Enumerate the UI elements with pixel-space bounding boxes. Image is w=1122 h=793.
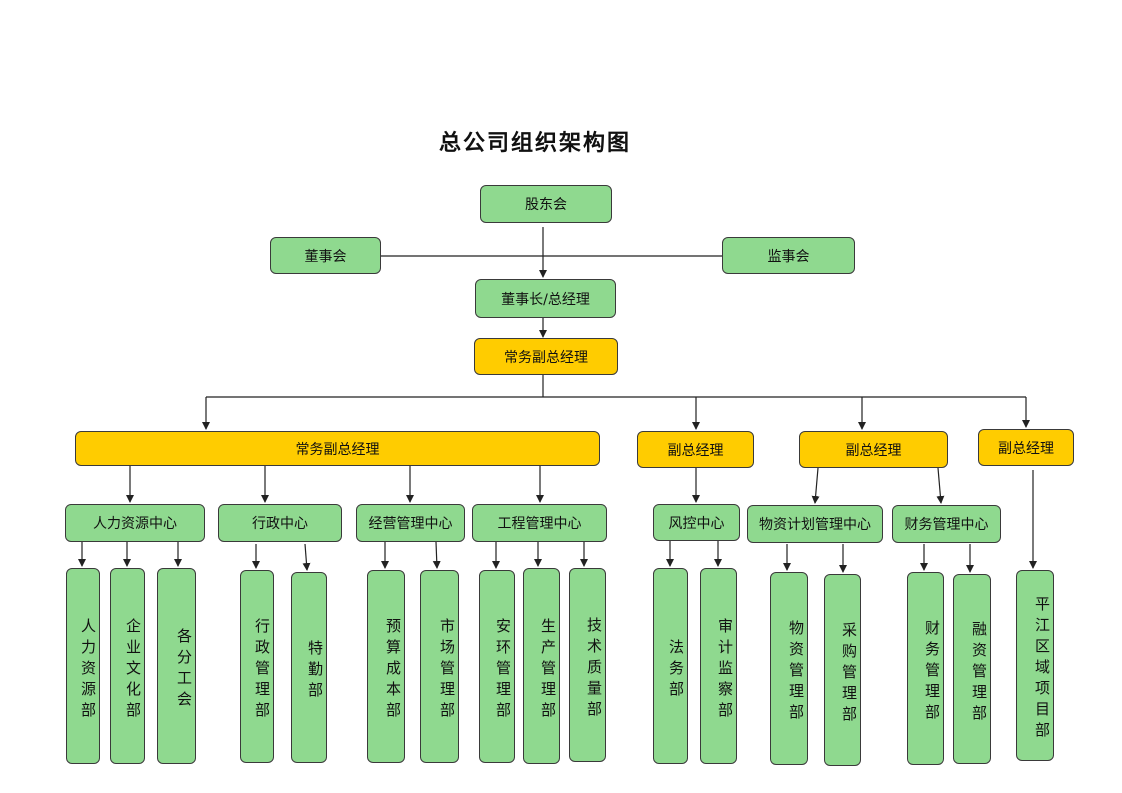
- node-chairman: 董事长/总经理: [475, 279, 616, 318]
- node-dept-pingjiang: 平江区域项目部: [1016, 570, 1054, 761]
- node-dept-tech: 技术质量部: [569, 568, 606, 762]
- node-dept-material: 物资管理部: [770, 572, 808, 765]
- node-dept-audit: 审计监察部: [700, 568, 737, 764]
- node-dept-safety: 安环管理部: [479, 570, 515, 763]
- node-dept-hr: 人力资源部: [66, 568, 100, 764]
- node-dept-finance: 财务管理部: [907, 572, 944, 765]
- node-vp3: 副总经理: [978, 429, 1074, 466]
- node-dept-legal: 法务部: [653, 568, 688, 764]
- node-vp2: 副总经理: [799, 431, 948, 468]
- node-admin-center: 行政中心: [218, 504, 342, 542]
- node-dept-union: 各分工会: [157, 568, 196, 764]
- node-dept-culture: 企业文化部: [110, 568, 145, 764]
- node-dept-market: 市场管理部: [420, 570, 459, 763]
- node-exec-vp-top: 常务副总经理: [474, 338, 618, 375]
- node-dept-fundraise: 融资管理部: [953, 574, 991, 764]
- chart-title: 总公司组织架构图: [438, 130, 631, 156]
- node-exec-vp-wide: 常务副总经理: [75, 431, 600, 466]
- node-finance-center: 财务管理中心: [892, 505, 1001, 543]
- node-dept-budget: 预算成本部: [367, 570, 405, 763]
- node-vp1: 副总经理: [637, 431, 754, 468]
- node-ops-center: 经营管理中心: [356, 504, 465, 542]
- node-dept-admin: 行政管理部: [240, 570, 274, 763]
- node-shareholders: 股东会: [480, 185, 612, 223]
- node-dept-special: 特勤部: [291, 572, 327, 763]
- node-eng-center: 工程管理中心: [472, 504, 607, 542]
- node-material-center: 物资计划管理中心: [747, 505, 883, 543]
- node-dept-purchase: 采购管理部: [824, 574, 861, 766]
- node-board: 董事会: [270, 237, 381, 274]
- node-dept-production: 生产管理部: [523, 568, 560, 764]
- node-supervisors: 监事会: [722, 237, 855, 274]
- node-risk-center: 风控中心: [653, 504, 740, 541]
- node-hr-center: 人力资源中心: [65, 504, 205, 542]
